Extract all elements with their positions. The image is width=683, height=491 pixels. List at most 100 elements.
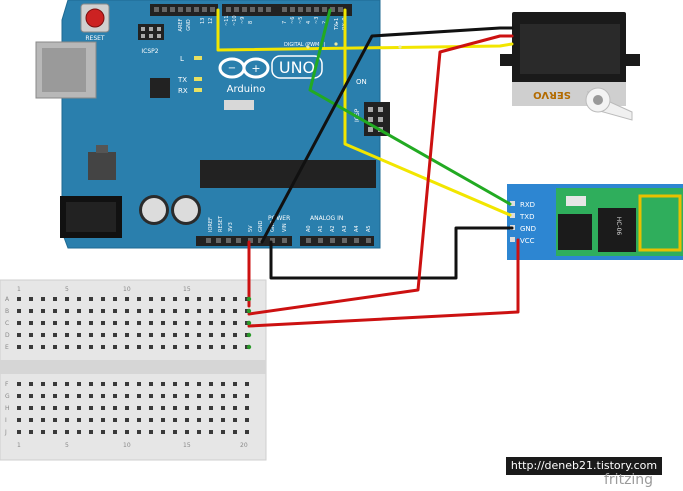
breadboard-hole — [101, 406, 105, 410]
row-b: B — [5, 308, 9, 315]
breadboard-hole — [209, 333, 213, 337]
svg-text:−: − — [228, 63, 236, 74]
gnd-label-top: GND — [186, 19, 192, 31]
wire-black-servo — [260, 26, 514, 244]
breadboard-hole — [161, 321, 165, 325]
icsp-label: ICSP — [354, 108, 361, 122]
pin-12: 12 — [208, 18, 214, 24]
breadboard-hole — [29, 345, 33, 349]
breadboard-hole — [221, 309, 225, 313]
breadboard-hole — [65, 297, 69, 301]
pin-a5: A5 — [366, 225, 372, 232]
row-i: I — [5, 417, 7, 424]
pin-2: 2 — [322, 21, 328, 24]
breadboard-hole — [29, 333, 33, 337]
breadboard-hole — [161, 309, 165, 313]
breadboard-hole — [233, 430, 237, 434]
breadboard-hole — [173, 309, 177, 313]
breadboard-hole — [149, 430, 153, 434]
breadboard-hole — [209, 321, 213, 325]
breadboard-hole — [113, 430, 117, 434]
row-g: G — [5, 393, 10, 400]
led-rx — [194, 88, 202, 92]
power-label: POWER — [268, 215, 290, 222]
row-h: H — [5, 405, 10, 412]
bt-pin-gnd: GND — [520, 225, 536, 233]
breadboard-hole — [149, 321, 153, 325]
breadboard-hole — [29, 394, 33, 398]
breadboard-hole — [65, 394, 69, 398]
pin-7: 7 — [282, 21, 288, 24]
breadboard-hole — [41, 321, 45, 325]
breadboard-hole — [137, 406, 141, 410]
breadboard-hole — [173, 406, 177, 410]
breadboard-hole — [65, 382, 69, 386]
breadboard-hole — [101, 345, 105, 349]
icsp2-label: ICSP2 — [141, 48, 158, 55]
bt-pin-labels: RXD TXD GND VCC — [519, 201, 536, 245]
pin-reset: RESET — [218, 215, 224, 232]
breadboard-hole — [41, 430, 45, 434]
analog-label: ANALOG IN — [310, 215, 343, 222]
pin-a3: A3 — [342, 225, 348, 232]
breadboard-hole — [221, 418, 225, 422]
breadboard-hole — [233, 406, 237, 410]
breadboard-hole — [161, 430, 165, 434]
breadboard-hole — [65, 333, 69, 337]
breadboard-hole — [53, 297, 57, 301]
breadboard-hole — [125, 430, 129, 434]
breadboard-hole — [89, 382, 93, 386]
col-10-bottom: 10 — [123, 442, 131, 449]
breadboard-hole — [185, 345, 189, 349]
breadboard-hole — [137, 382, 141, 386]
pin-9: ~9 — [240, 17, 246, 24]
breadboard-hole — [125, 321, 129, 325]
breadboard-hole — [161, 418, 165, 422]
breadboard-hole — [77, 430, 81, 434]
row-f: F — [5, 381, 9, 388]
breadboard-hole — [197, 394, 201, 398]
breadboard-hole — [137, 297, 141, 301]
breadboard-hole — [185, 394, 189, 398]
breadboard-hole — [29, 309, 33, 313]
row-a: A — [5, 296, 10, 303]
breadboard-hole — [149, 418, 153, 422]
breadboard-hole — [89, 430, 93, 434]
col-1-top: 1 — [17, 286, 21, 293]
breadboard-hole — [65, 430, 69, 434]
led-rx-label: RX — [178, 87, 188, 95]
breadboard-hole — [209, 394, 213, 398]
breadboard-hole — [17, 297, 21, 301]
breadboard-hole — [17, 430, 21, 434]
breadboard-hole — [185, 297, 189, 301]
pin-gnd-1: GND — [258, 220, 264, 232]
breadboard-hole — [173, 345, 177, 349]
breadboard-hole — [101, 418, 105, 422]
breadboard-hole — [173, 382, 177, 386]
breadboard-hole — [41, 333, 45, 337]
breadboard-hole — [161, 297, 165, 301]
breadboard-hole — [149, 345, 153, 349]
breadboard-hole — [209, 382, 213, 386]
breadboard-hole — [197, 345, 201, 349]
pin-4: 4 — [306, 21, 312, 24]
breadboard-hole — [29, 406, 33, 410]
breadboard-hole — [113, 297, 117, 301]
breadboard-hole — [65, 345, 69, 349]
breadboard-hole — [89, 321, 93, 325]
col-10-top: 10 — [123, 286, 131, 293]
breadboard-hole — [41, 345, 45, 349]
reset-label: RESET — [85, 35, 105, 42]
breadboard: A B C D E F G H I J 1 5 10 15 1 5 10 15 … — [0, 279, 267, 461]
breadboard-col-labels-top: 1 5 10 15 — [17, 286, 191, 293]
breadboard-hole — [233, 382, 237, 386]
breadboard-hole — [137, 321, 141, 325]
breadboard-hole — [53, 382, 57, 386]
atmega-chip — [200, 160, 376, 188]
breadboard-hole — [197, 321, 201, 325]
breadboard-hole — [233, 309, 237, 313]
breadboard-hole — [137, 345, 141, 349]
breadboard-hole — [29, 321, 33, 325]
breadboard-hole — [29, 430, 33, 434]
